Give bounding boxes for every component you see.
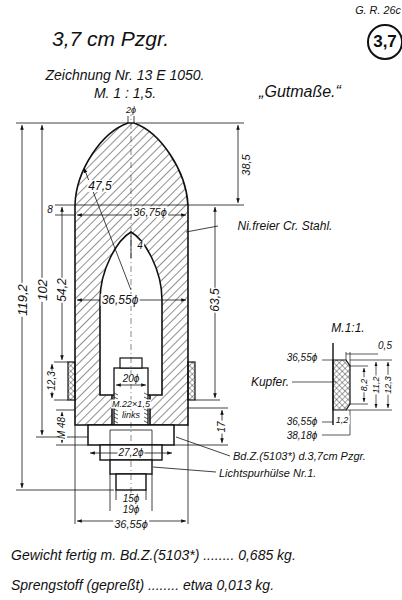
dimension-label: Lichtspurhülse Nr.1. xyxy=(218,468,317,479)
dimension-label: 119,2 xyxy=(16,283,29,317)
dimension-label: 38,18ϕ xyxy=(286,431,319,441)
dimension-label: 12,3 xyxy=(384,375,393,395)
dimension-label: 8,2 xyxy=(360,378,369,393)
dimension-label: 0,5 xyxy=(377,341,393,351)
dimension-label: Zeichnung Nr. 13 E 1050. xyxy=(44,68,205,82)
drawing-title: 3,7 cm Pzgr. xyxy=(52,28,169,49)
dimension-label: 54,2 xyxy=(56,277,68,302)
dimension-label: 27,2ϕ xyxy=(117,448,144,458)
dimension-label: 2ϕ xyxy=(125,106,137,115)
dimension-label: 11,2 xyxy=(372,376,381,395)
dimension-label: Gewicht fertig m. Bd.Z.(5103*) ........ … xyxy=(10,548,297,562)
dimension-label: 36,55ϕ xyxy=(286,353,319,363)
dimension-label: 102 xyxy=(36,278,49,302)
driving-band xyxy=(188,362,195,400)
dimension-label: G. R. 26c xyxy=(354,5,402,16)
dimension-label: 1,2 xyxy=(335,416,350,425)
dimension-label: links xyxy=(121,411,141,420)
dimension-label: 15ϕ xyxy=(122,494,141,504)
dimension-label: 36,55ϕ xyxy=(101,294,140,306)
dimension-label: M.1:1. xyxy=(330,322,365,334)
dimension-label: 47,5 xyxy=(87,180,112,192)
dimension-label: 8 xyxy=(46,205,54,215)
dimension-label: 20ϕ xyxy=(122,374,141,384)
dimension-label: Kupfer. xyxy=(250,376,290,388)
shell-body xyxy=(75,123,188,425)
sheet-number: 3,7 xyxy=(373,32,397,52)
dimension-label: M. 1 : 1,5. xyxy=(93,86,157,100)
dimension-label: 38,5 xyxy=(241,153,252,176)
dimension-label: Sprengstoff (gepreßt) ........ etwa 0,01… xyxy=(10,578,275,592)
dimension-label: Ni.freier Cr. Stahl. xyxy=(237,220,334,232)
dimension-label: Bd.Z.(5103*) d.3,7cm Pzgr. xyxy=(232,451,367,462)
dimension-label: M.22×1,5 xyxy=(111,400,151,409)
dimension-label: 12,3 xyxy=(47,370,57,391)
driving-band xyxy=(68,362,75,400)
sheet-number-circle: 3,7 xyxy=(367,24,402,60)
dimension-label: 36,75ϕ xyxy=(132,207,168,218)
dimension-label: 19ϕ xyxy=(122,505,141,515)
dimension-label: „Gutmaße.“ xyxy=(258,84,342,100)
dimension-label: 4 xyxy=(136,241,144,251)
dimension-label: 36,55ϕ xyxy=(286,417,319,427)
dimension-label: 36,55ϕ xyxy=(113,519,149,530)
dimension-label: 17 xyxy=(217,420,227,433)
dimension-label: 63,5 xyxy=(209,287,221,312)
dimension-label: M 48 xyxy=(57,416,67,440)
